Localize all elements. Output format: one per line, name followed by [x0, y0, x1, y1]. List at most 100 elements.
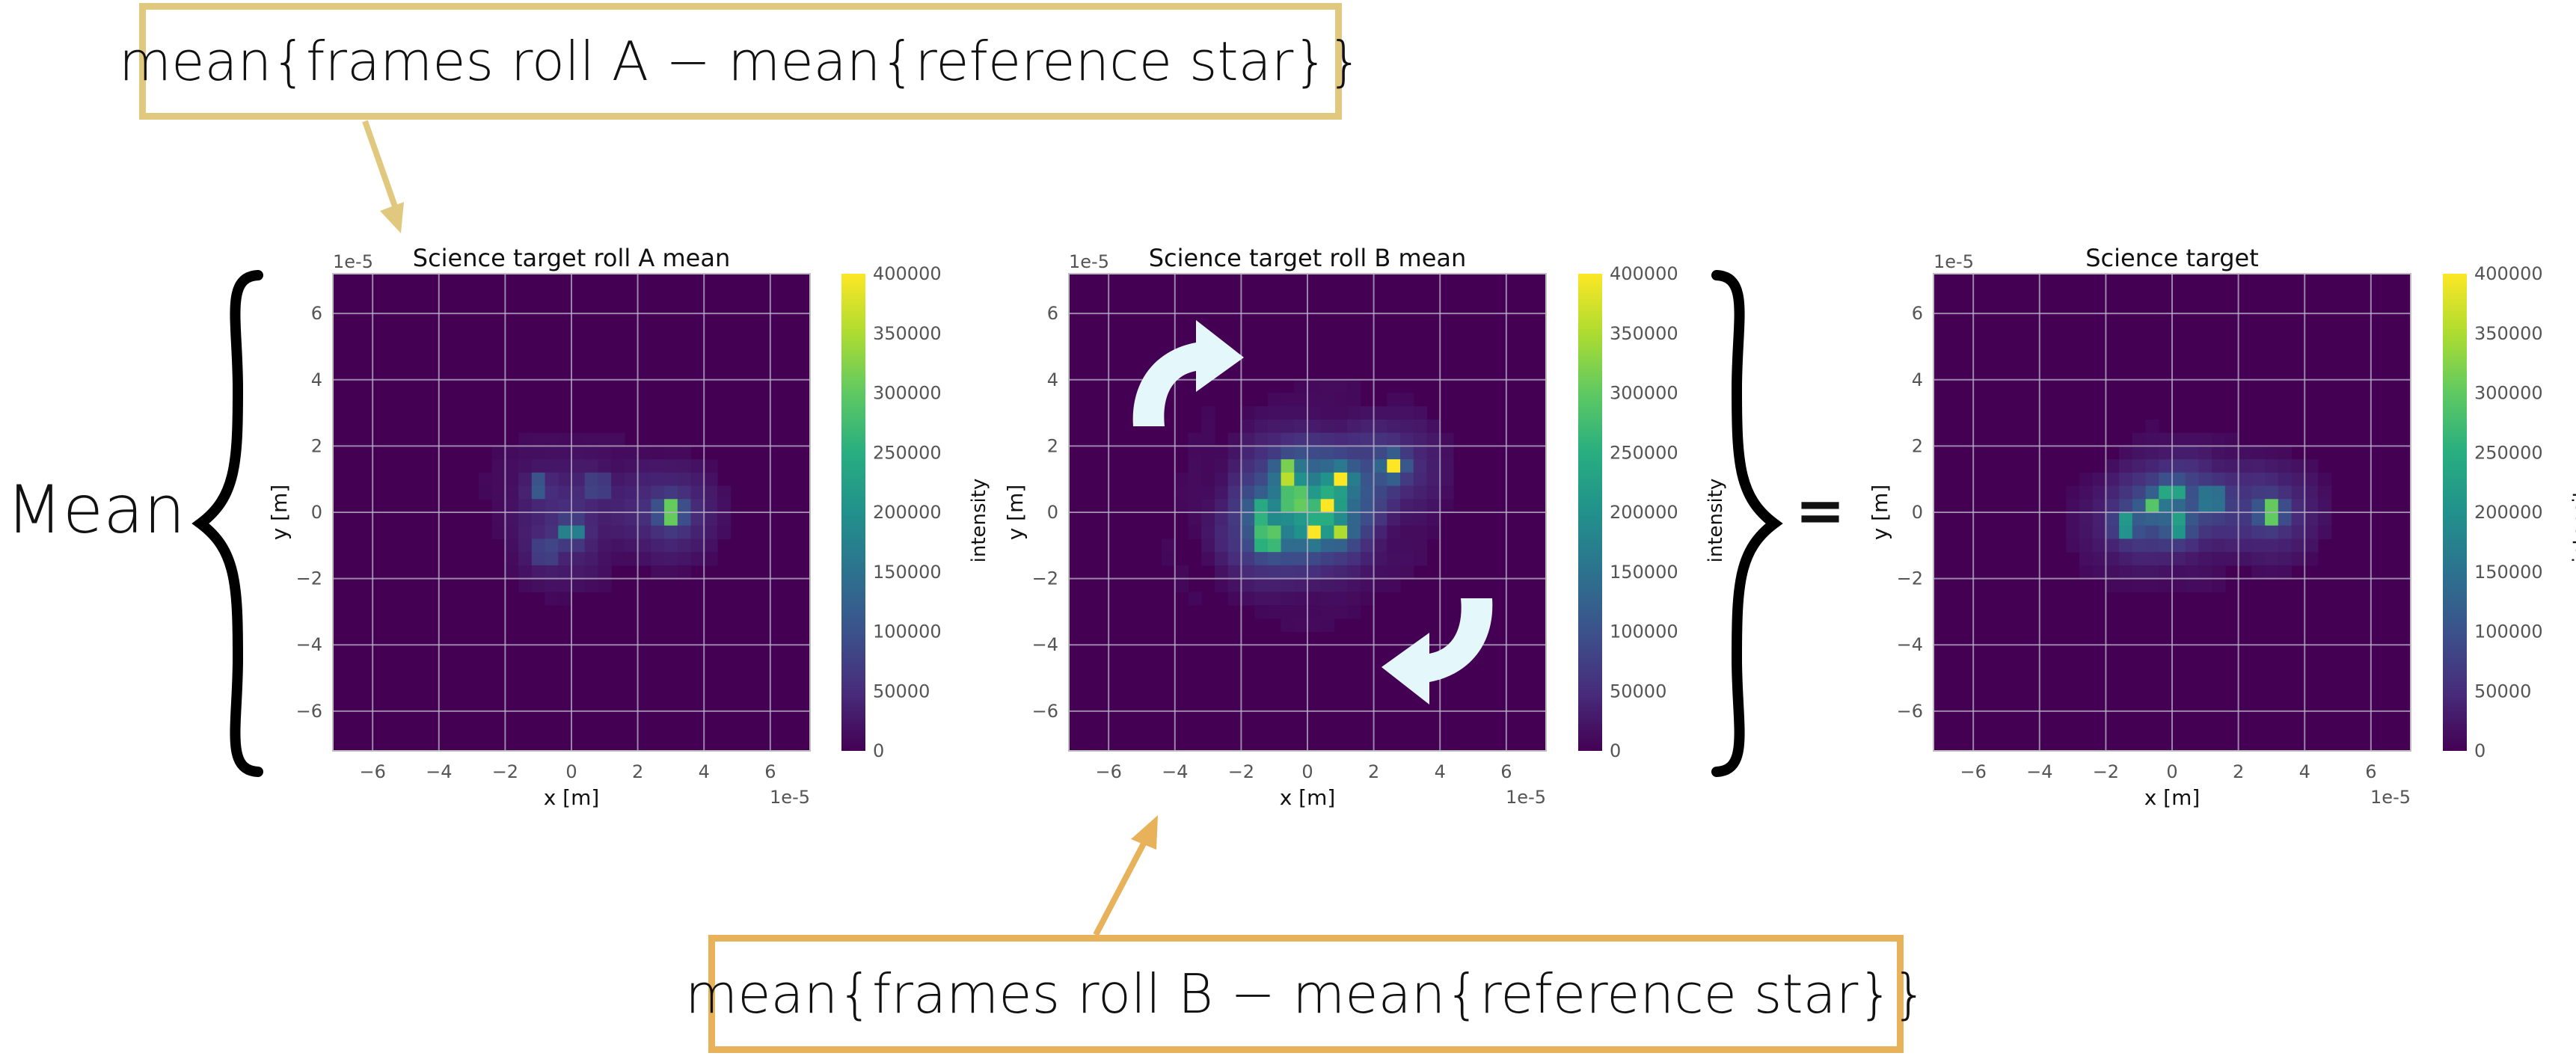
heatmap-cell — [2106, 578, 2120, 592]
heatmap-cell — [1334, 406, 1348, 420]
heatmap-cell — [2265, 485, 2279, 500]
heatmap-cell — [1426, 459, 1441, 473]
heatmap-cell — [2224, 525, 2239, 540]
x-tick-label: 2 — [632, 761, 643, 782]
heatmap-cell — [2212, 538, 2226, 553]
heatmap-cell — [690, 552, 705, 566]
heatmap-cell — [1201, 432, 1215, 446]
heatmap-cell — [2198, 538, 2212, 553]
heatmap-cell — [1254, 538, 1269, 553]
gridlines — [333, 274, 810, 751]
heatmap-cell — [2304, 485, 2319, 500]
heatmap-cell — [545, 432, 559, 446]
heatmap-cell — [2106, 552, 2120, 566]
heatmap-cell — [1307, 419, 1322, 434]
heatmap-cell — [1347, 525, 1361, 540]
heatmap-cell — [2198, 472, 2212, 487]
heatmap-cell — [1294, 592, 1308, 606]
heatmap-cell — [518, 485, 533, 500]
heatmap-cell — [584, 565, 599, 580]
colorbar-tick-label: 150000 — [873, 562, 942, 583]
heatmap-cell — [704, 459, 718, 473]
heatmap-cell — [598, 538, 612, 553]
callout-roll-a: mean{frames roll A − mean{reference star… — [119, 3, 1362, 120]
heatmap-cell — [1320, 605, 1335, 619]
heatmap-cell — [1214, 565, 1229, 580]
heatmap-cell — [664, 552, 678, 566]
heatmap-cell — [1400, 538, 1414, 553]
heatmap-cell — [2212, 459, 2226, 473]
y-tick-label: 0 — [1912, 502, 1923, 523]
heatmap-cell — [1227, 432, 1242, 446]
y-tick-label: 4 — [311, 369, 322, 390]
heatmap-cell — [2224, 432, 2239, 446]
heatmap-cell — [1373, 459, 1387, 473]
x-tick-label: −4 — [2026, 761, 2052, 782]
heatmap-cell — [2251, 499, 2266, 513]
heatmap-cell — [2092, 472, 2106, 487]
x-tick-label: −4 — [426, 761, 452, 782]
heatmap-cell — [1387, 578, 1401, 592]
heatmap-cell — [478, 472, 493, 487]
heatmap-cell — [690, 525, 705, 540]
heatmap-cell — [1214, 512, 1229, 527]
heatmap-cell — [2278, 525, 2293, 540]
heatmap-cell — [1267, 592, 1282, 606]
heatmap-cell — [1413, 419, 1428, 434]
heatmap-cell — [677, 472, 692, 487]
heatmap-cell — [531, 472, 546, 487]
heatmap-cell — [1214, 459, 1229, 473]
heatmap-cell — [545, 485, 559, 500]
heatmap-cell — [598, 578, 612, 592]
heatmap-cell — [571, 512, 586, 527]
heatmap-cell — [2172, 459, 2186, 473]
heatmap-cell — [1254, 419, 1269, 434]
heatmap-cell — [598, 525, 612, 540]
heatmap-cell — [690, 485, 705, 500]
heatmap-cell — [2185, 432, 2200, 446]
heatmap-cell — [1373, 499, 1387, 513]
heatmap-cell — [2159, 485, 2173, 500]
heatmap-cell — [598, 432, 612, 446]
heatmap-cell — [1267, 393, 1282, 407]
heatmap-cell — [2251, 552, 2266, 566]
heatmap-cell — [1267, 406, 1282, 420]
heatmap-cell — [571, 578, 586, 592]
heatmap-cell — [1281, 552, 1295, 566]
heatmap-cell — [2278, 485, 2293, 500]
heatmap-cell — [531, 485, 546, 500]
heatmap-cell — [505, 499, 519, 513]
y-tick-label: 4 — [1912, 369, 1923, 390]
heatmap-cell — [1347, 472, 1361, 487]
heatmap-cell — [1227, 552, 1242, 566]
heatmap-cell — [1347, 406, 1361, 420]
heatmap-cell — [1227, 525, 1242, 540]
heatmap-cell — [2278, 512, 2293, 527]
heatmap-cell — [1174, 485, 1189, 500]
heatmap-cell — [2212, 472, 2226, 487]
heatmap-cell — [1281, 578, 1295, 592]
heatmap-cell — [2119, 446, 2133, 460]
heatmap-cell — [1387, 432, 1401, 446]
heatmap-cell — [1387, 538, 1401, 553]
colorbar-tick-label: 400000 — [1610, 263, 1678, 284]
heatmap-cell — [717, 485, 732, 500]
heatmap-cell — [1254, 446, 1269, 460]
heatmap-cell — [545, 525, 559, 540]
heatmap-cell — [1373, 512, 1387, 527]
chart-title: Science target — [2085, 244, 2259, 272]
heatmap-cell — [531, 538, 546, 553]
heatmap-cell — [1188, 499, 1202, 513]
heatmap-cell — [1360, 472, 1375, 487]
heatmap-cell — [2291, 499, 2305, 513]
heatmap-cell — [1400, 552, 1414, 566]
heatmap-cell — [1188, 459, 1202, 473]
y-tick-label: 6 — [1912, 303, 1923, 324]
heatmap-cell — [2185, 578, 2200, 592]
heatmap-cell — [1294, 459, 1308, 473]
heatmap-cell — [2132, 472, 2147, 487]
heatmap-cell — [571, 459, 586, 473]
heatmap-cell — [1347, 578, 1361, 592]
heatmap-cell — [2092, 538, 2106, 553]
